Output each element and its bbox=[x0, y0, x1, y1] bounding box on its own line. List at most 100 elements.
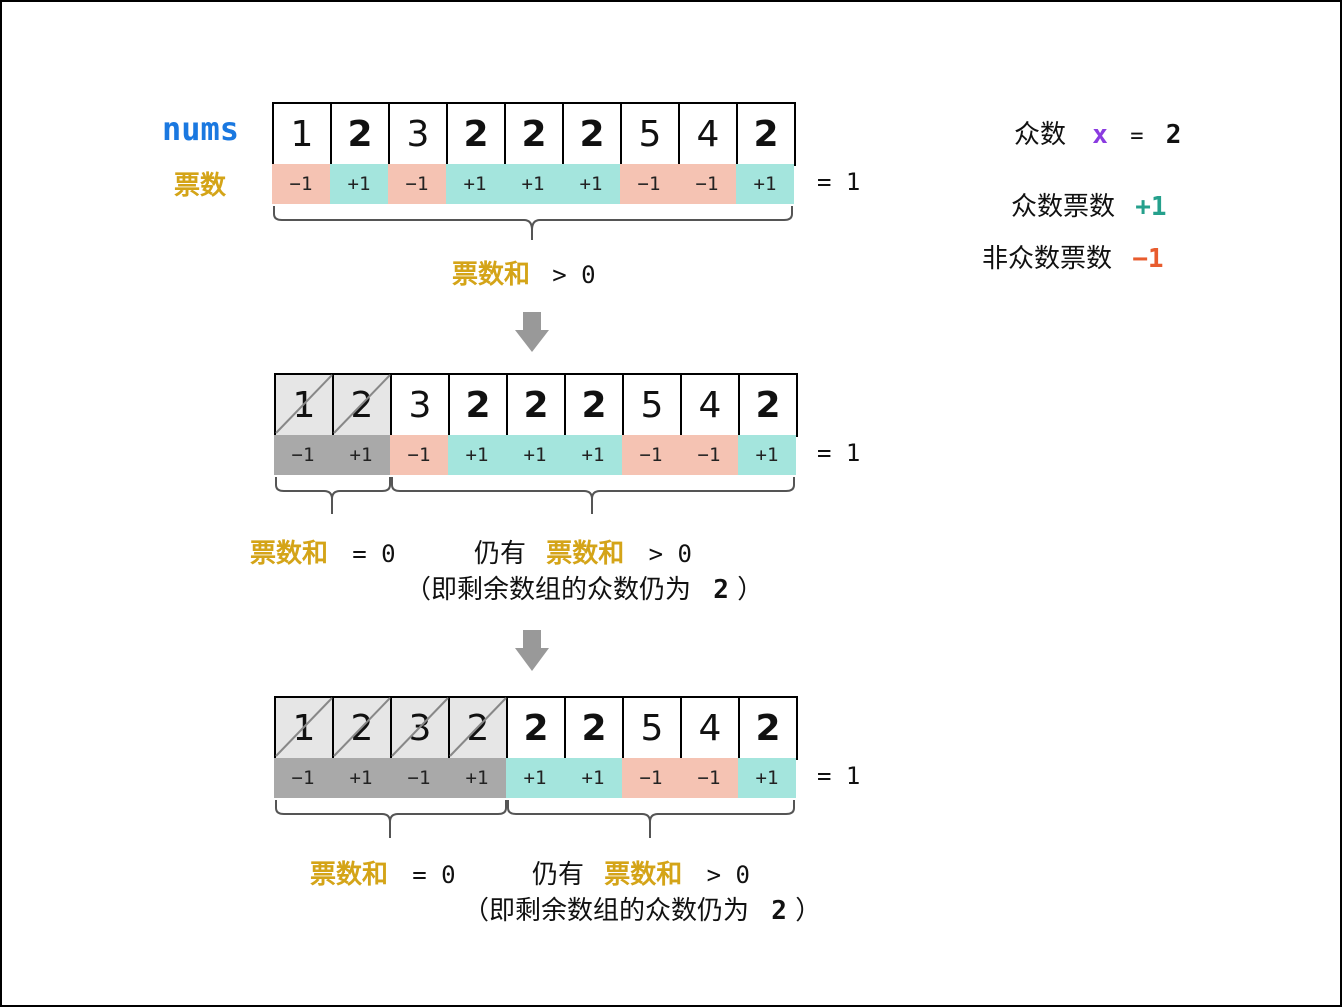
step2-vote-discarded: +1 bbox=[332, 435, 390, 475]
step1-vote: +1 bbox=[330, 164, 388, 204]
step2-right-rel: > 0 bbox=[648, 540, 692, 568]
step3-votes: −1 +1 −1 +1 +1 +1 −1 −1 +1 bbox=[274, 758, 796, 798]
step2-note-value: 2 bbox=[713, 575, 729, 605]
legend-nonmode-vote: 非众数票数 −1 bbox=[982, 238, 1164, 275]
step3-cell: 2 bbox=[755, 707, 781, 749]
step2-cell: 4 bbox=[682, 375, 740, 435]
step1-cell: 2 bbox=[506, 104, 564, 164]
step1-vote: +1 bbox=[504, 164, 562, 204]
step1-cell: 2 bbox=[753, 113, 779, 155]
step3-vote-discarded: +1 bbox=[332, 758, 390, 798]
step3-left-caption: 票数和 = 0 bbox=[310, 854, 456, 891]
step3-cell: 2 bbox=[566, 698, 624, 758]
step2-vote: −1 bbox=[390, 435, 448, 475]
step2-vote-discarded: −1 bbox=[274, 435, 332, 475]
legend-mode-var: x bbox=[1092, 120, 1108, 150]
brace-icon bbox=[275, 800, 507, 838]
step1-cell: 1 bbox=[274, 104, 332, 164]
step3-vote-discarded: −1 bbox=[390, 758, 448, 798]
step2-left-caption: 票数和 = 0 bbox=[250, 533, 396, 570]
step3-left-sum: 票数和 bbox=[310, 860, 389, 890]
step2-cell: 2 bbox=[566, 375, 624, 435]
step1-cell: 2 bbox=[448, 104, 506, 164]
step2-right-caption: 仍有 票数和 > 0 bbox=[474, 533, 692, 570]
step3-vote: −1 bbox=[680, 758, 738, 798]
step3-right-sum: 票数和 bbox=[604, 860, 683, 890]
step2-right-sum: 票数和 bbox=[546, 539, 625, 569]
step2-left-rel: = 0 bbox=[352, 540, 396, 568]
step1-vote: −1 bbox=[272, 164, 330, 204]
nums-label: nums bbox=[162, 110, 240, 148]
step3-sum: = 1 bbox=[817, 762, 861, 790]
step1-array: 1 2 3 2 2 2 5 4 2 bbox=[272, 102, 796, 166]
step3-vote-discarded: −1 bbox=[274, 758, 332, 798]
step1-caption-sum: 票数和 bbox=[452, 260, 531, 290]
step3-right-rel: > 0 bbox=[706, 861, 750, 889]
down-arrow-icon bbox=[515, 630, 549, 671]
step1-caption: 票数和 > 0 bbox=[452, 254, 596, 291]
legend-mode: 众数 x = 2 bbox=[1014, 114, 1181, 151]
step3-note-close: ） bbox=[795, 896, 822, 926]
step2-cell: 3 bbox=[392, 375, 450, 435]
brace-icon bbox=[507, 800, 795, 838]
step2-vote: −1 bbox=[622, 435, 680, 475]
legend-nonmode-vote-value: −1 bbox=[1132, 244, 1164, 274]
step2-vote: +1 bbox=[564, 435, 622, 475]
step2-cell: 2 bbox=[755, 384, 781, 426]
step3-vote: −1 bbox=[622, 758, 680, 798]
step3-vote: +1 bbox=[564, 758, 622, 798]
step1-vote: −1 bbox=[388, 164, 446, 204]
strike-line bbox=[275, 697, 333, 757]
votes-label: 票数 bbox=[174, 171, 227, 201]
step1-cell: 4 bbox=[680, 104, 738, 164]
strike-line bbox=[333, 374, 391, 434]
step2-vote: +1 bbox=[738, 435, 796, 475]
step1-caption-rel: > 0 bbox=[552, 261, 596, 289]
step3-right-caption: 仍有 票数和 > 0 bbox=[532, 854, 750, 891]
step2-note-close: ） bbox=[737, 575, 764, 605]
step2-right-prefix: 仍有 bbox=[474, 539, 527, 569]
step1-cell: 2 bbox=[332, 104, 390, 164]
step2-note-open: （即剩余数组的众数仍为 bbox=[405, 575, 692, 605]
strike-line bbox=[333, 697, 391, 757]
step2-vote: +1 bbox=[448, 435, 506, 475]
step2-sum: = 1 bbox=[817, 439, 861, 467]
brace-icon bbox=[391, 477, 795, 514]
step3-note-open: （即剩余数组的众数仍为 bbox=[463, 896, 750, 926]
step2-note: （即剩余数组的众数仍为 2 ） bbox=[405, 569, 763, 606]
legend-mode-label: 众数 bbox=[1014, 120, 1067, 150]
step2-cell: 2 bbox=[450, 375, 508, 435]
step3-note: （即剩余数组的众数仍为 2 ） bbox=[463, 890, 821, 927]
step3-vote: +1 bbox=[738, 758, 796, 798]
step1-votes: −1 +1 −1 +1 +1 +1 −1 −1 +1 bbox=[272, 164, 794, 204]
step3-note-value: 2 bbox=[771, 896, 787, 926]
legend-mode-vote-value: +1 bbox=[1135, 192, 1167, 222]
step3-vote: +1 bbox=[506, 758, 564, 798]
step1-cell: 2 bbox=[564, 104, 622, 164]
step1-cell: 5 bbox=[622, 104, 680, 164]
step1-vote: +1 bbox=[736, 164, 794, 204]
step1-vote: +1 bbox=[562, 164, 620, 204]
brace-icon bbox=[275, 477, 391, 514]
step3-vote-discarded: +1 bbox=[448, 758, 506, 798]
step2-cell: 5 bbox=[624, 375, 682, 435]
step2-cell: 2 bbox=[508, 375, 566, 435]
step2-vote: −1 bbox=[680, 435, 738, 475]
step3-cell-discarded: 2 bbox=[334, 698, 392, 758]
step1-vote: −1 bbox=[620, 164, 678, 204]
step2-left-sum: 票数和 bbox=[250, 539, 329, 569]
strike-line bbox=[391, 697, 449, 757]
step3-cell: 2 bbox=[508, 698, 566, 758]
step1-vote: −1 bbox=[678, 164, 736, 204]
legend-mode-vote: 众数票数 +1 bbox=[1011, 186, 1167, 223]
legend-nonmode-vote-label: 非众数票数 bbox=[982, 244, 1113, 274]
step3-left-rel: = 0 bbox=[412, 861, 456, 889]
down-arrow-icon bbox=[515, 312, 549, 352]
step1-vote: +1 bbox=[446, 164, 504, 204]
strike-line bbox=[275, 374, 333, 434]
legend-mode-value: 2 bbox=[1165, 120, 1182, 150]
brace-icon bbox=[273, 206, 793, 240]
step3-cell: 5 bbox=[624, 698, 682, 758]
step2-vote: +1 bbox=[506, 435, 564, 475]
